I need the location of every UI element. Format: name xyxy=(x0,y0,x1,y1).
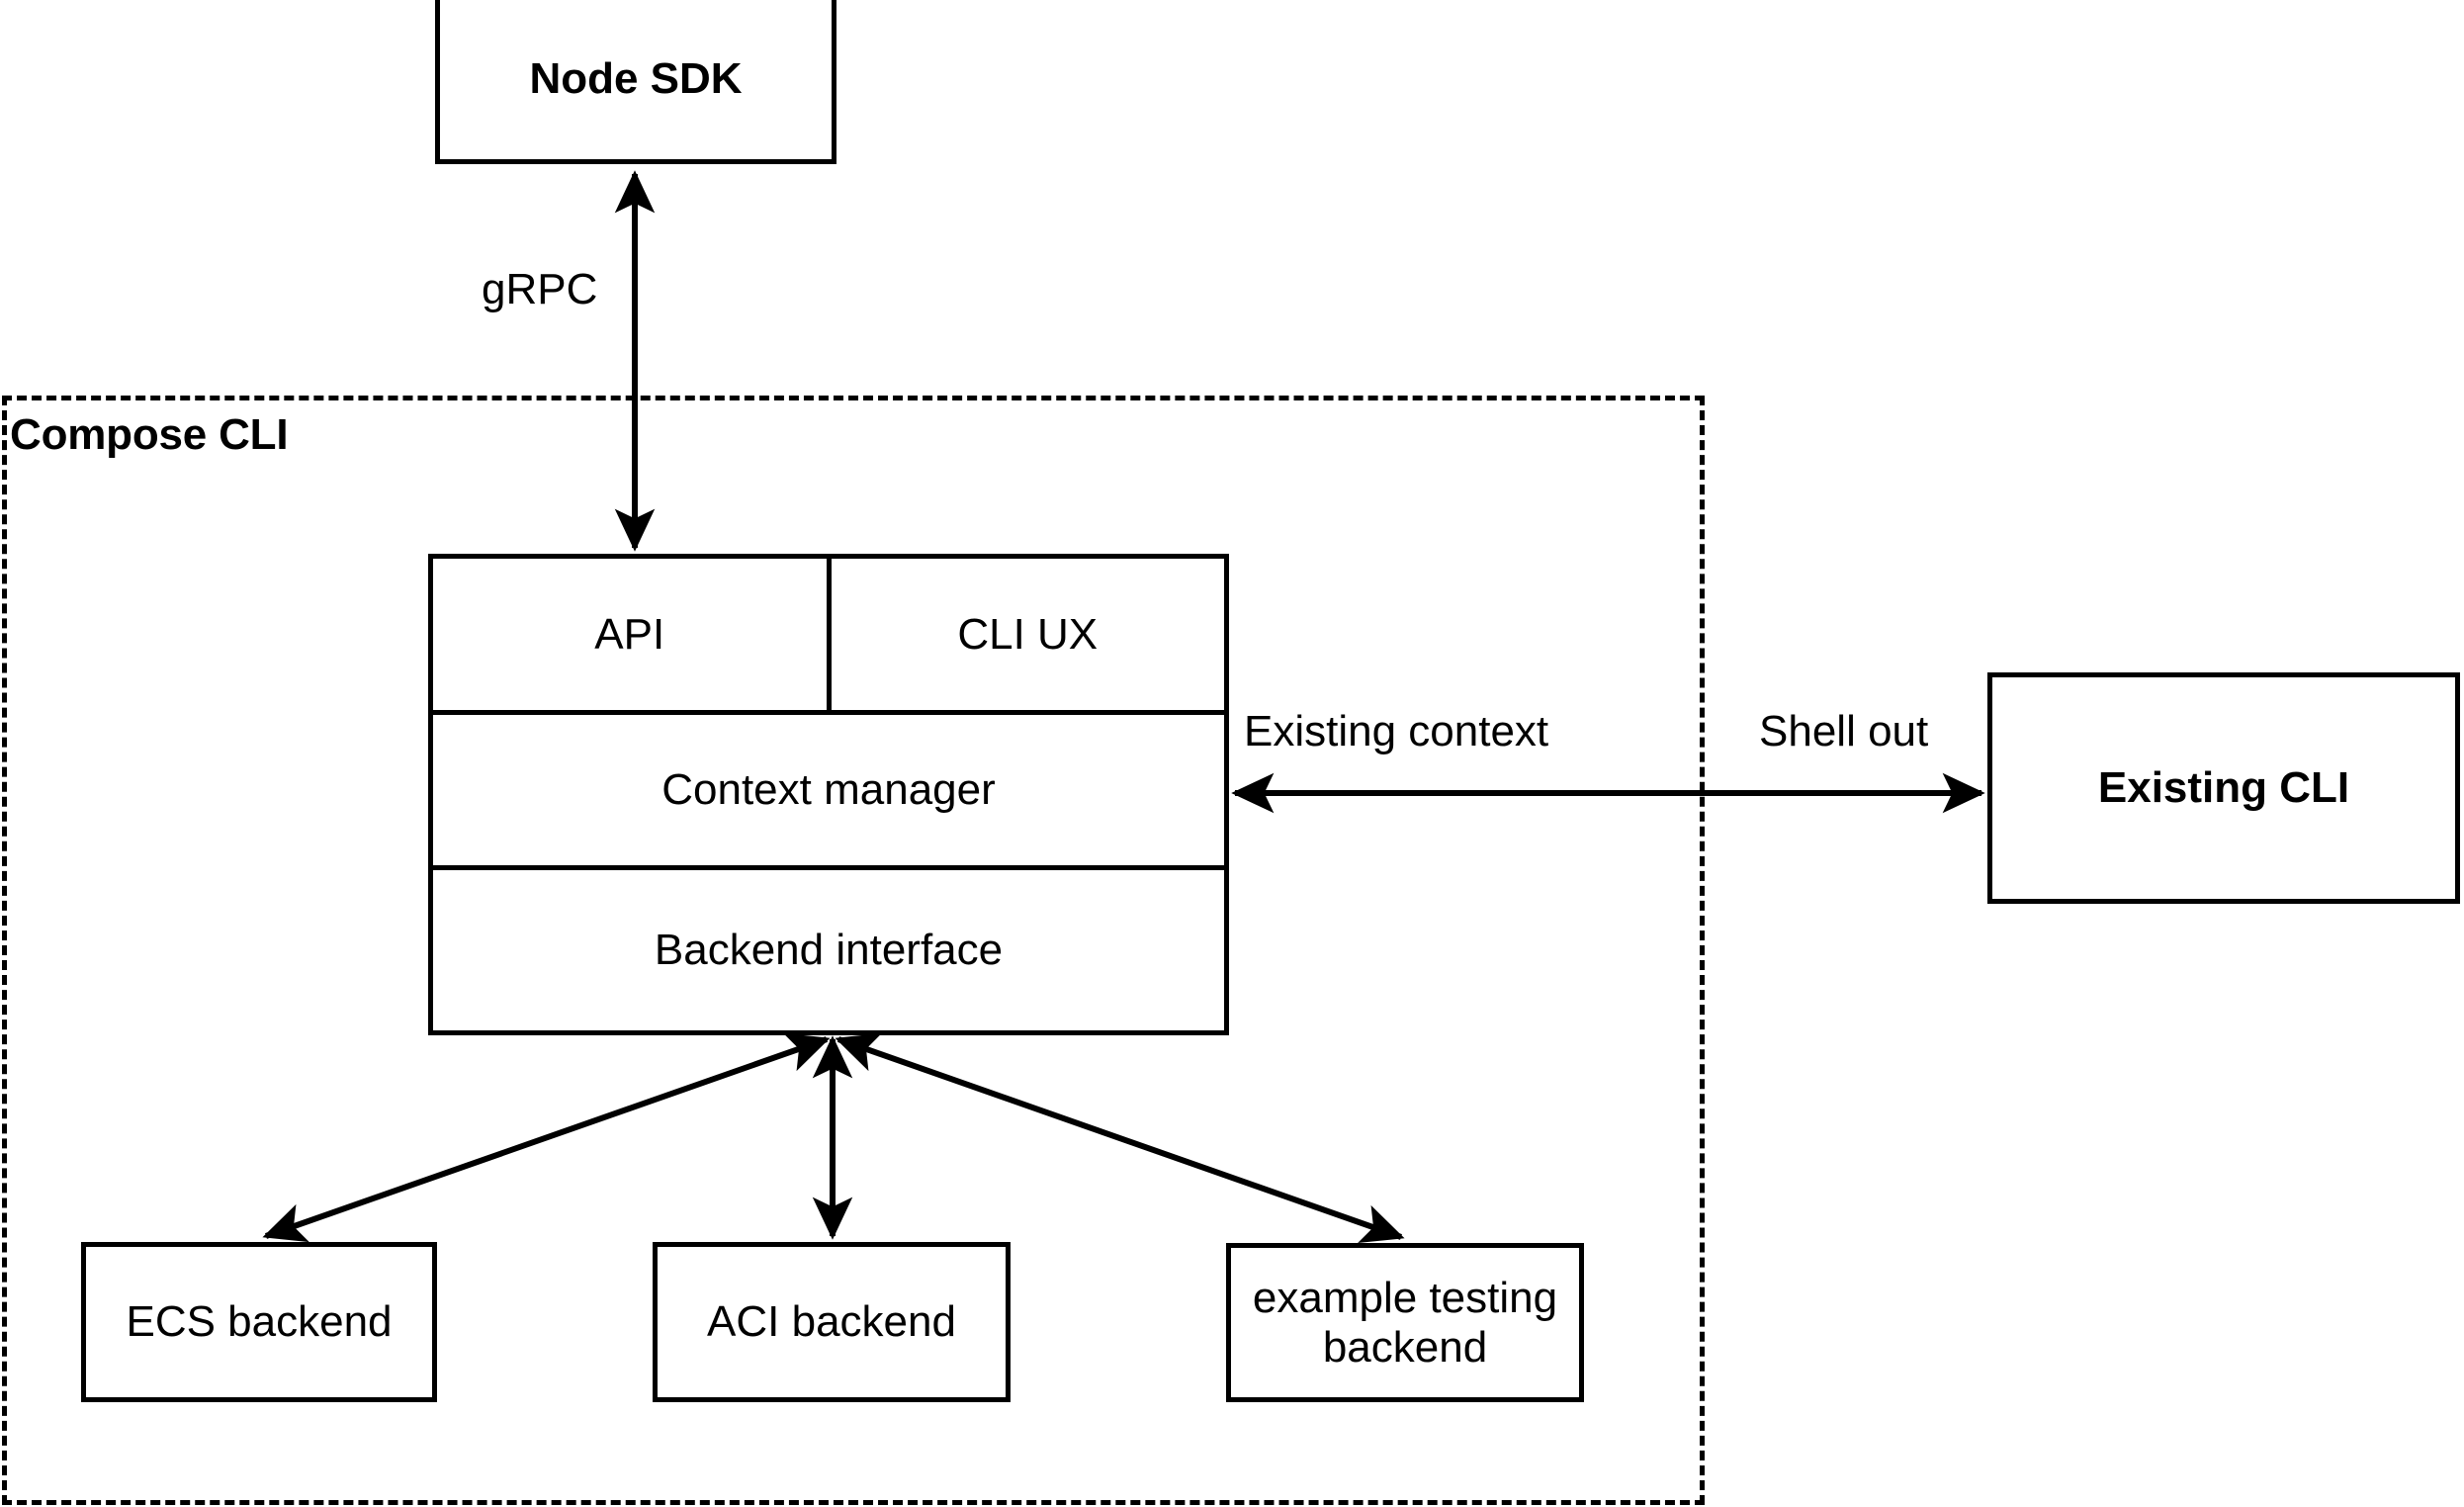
context-manager-label: Context manager xyxy=(661,765,996,814)
core-stack-row-top: API CLI UX xyxy=(433,559,1224,715)
aci-backend-label: ACI backend xyxy=(707,1297,956,1347)
compose-cli-group-label: Compose CLI xyxy=(10,410,289,459)
example-testing-backend-label: example testing backend xyxy=(1252,1274,1558,1372)
edge-ecs-backend xyxy=(262,1032,831,1243)
backend-interface-cell[interactable]: Backend interface xyxy=(433,870,1224,1030)
existing-cli-box[interactable]: Existing CLI xyxy=(1987,672,2460,904)
compose-cli-group-boundary xyxy=(2,396,1705,1505)
cli-ux-cell[interactable]: CLI UX xyxy=(832,559,1225,710)
ecs-backend-box[interactable]: ECS backend xyxy=(81,1242,437,1402)
edge-label-shell-out: Shell out xyxy=(1759,707,1929,755)
edge-example-backend xyxy=(835,1032,1405,1244)
edge-label-grpc: gRPC xyxy=(482,265,598,313)
compose-cli-core-stack: API CLI UX Context manager Backend inter… xyxy=(428,554,1229,1035)
existing-cli-label: Existing CLI xyxy=(2097,763,2350,813)
example-testing-backend-box[interactable]: example testing backend xyxy=(1226,1243,1584,1402)
context-manager-cell[interactable]: Context manager xyxy=(433,715,1224,870)
backend-interface-label: Backend interface xyxy=(654,926,1004,974)
cli-ux-label: CLI UX xyxy=(957,609,1099,659)
aci-backend-box[interactable]: ACI backend xyxy=(653,1242,1011,1402)
api-label: API xyxy=(594,609,665,659)
edge-label-existing-context: Existing context xyxy=(1244,707,1549,755)
api-cell[interactable]: API xyxy=(433,559,832,710)
node-sdk-box[interactable]: Node SDK xyxy=(435,0,836,164)
ecs-backend-label: ECS backend xyxy=(126,1297,393,1347)
node-sdk-label: Node SDK xyxy=(529,54,743,104)
